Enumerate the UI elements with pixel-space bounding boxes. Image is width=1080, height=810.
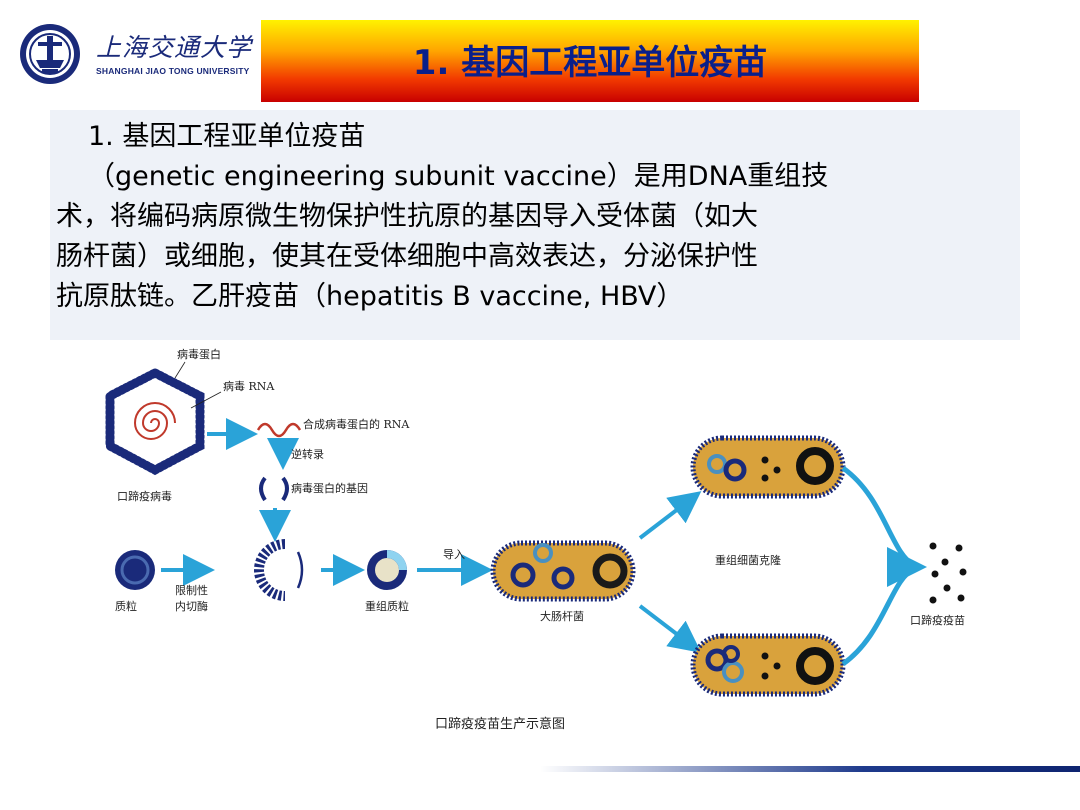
recombinant-plasmid-icon [367,550,407,590]
plasmid-icon [115,550,155,590]
label-vaccine: 口蹄疫疫苗 [910,613,965,627]
recombinant-clone-bottom-icon [690,633,846,697]
label-clone: 重组细菌克隆 [715,553,781,567]
label-plasmid: 质粒 [115,599,137,613]
body-line-3: 术，将编码病原微生物保护性抗原的基因导入受体菌（如大 [56,201,758,232]
university-logo: 上海交通大学 SHANGHAI JIAO TONG UNIVERSITY [18,22,260,88]
text-box: 1. 基因工程亚单位疫苗 （genetic engineering subuni… [50,110,1020,340]
university-name-en: SHANGHAI JIAO TONG UNIVERSITY [96,66,250,76]
label-reverse: 逆转录 [291,447,324,461]
body-line-2: （genetic engineering subunit vaccine）是用D… [88,161,829,192]
bottom-divider [540,766,1080,772]
university-emblem-icon [20,24,80,84]
label-rna-synth: 合成病毒蛋白的 RNA [303,417,410,431]
label-enzyme-2: 内切酶 [175,599,208,613]
label-gene: 病毒蛋白的基因 [291,481,368,495]
body-line-1: 1. 基因工程亚单位疫苗 [88,121,366,152]
rna-strand-icon [256,422,302,438]
vaccine-particles-icon [929,542,967,604]
label-recomb-plasmid: 重组质粒 [365,599,409,613]
arrow-converge-bottom [841,565,917,667]
cut-plasmid-icon [254,539,286,601]
vaccine-production-diagram: 病毒蛋白 病毒 RNA 口蹄疫病毒 合成病毒蛋白的 RNA 逆转录 病毒蛋白的基… [105,347,967,732]
arrow-to-clone-bottom [638,604,702,653]
body-line-5: 抗原肽链。乙肝疫苗（hepatitis B vaccine, HBV） [56,281,684,312]
fmd-virus-icon [105,367,205,476]
label-ecoli: 大肠杆菌 [540,609,584,623]
body-line-4: 肠杆菌）或细胞，使其在受体细胞中高效表达，分泌保护性 [56,241,758,272]
label-enzyme-1: 限制性 [175,583,208,597]
label-viral-rna: 病毒 RNA [223,379,275,393]
arrow-to-clone-top [638,491,702,540]
gene-fragment-icon [259,476,267,502]
page-title: 1. 基因工程亚单位疫苗 [412,43,768,83]
recombinant-clone-top-icon [690,435,846,499]
label-viral-protein: 病毒蛋白 [177,347,221,361]
label-import: 导入 [443,548,465,561]
arrow-converge-top [841,465,917,569]
label-fmd-virus: 口蹄疫病毒 [117,489,172,503]
ecoli-cell-icon [490,540,636,602]
title-bar: 1. 基因工程亚单位疫苗 [261,20,919,102]
university-name-cn: 上海交通大学 [96,33,253,62]
diagram-caption: 口蹄疫疫苗生产示意图 [435,716,565,732]
